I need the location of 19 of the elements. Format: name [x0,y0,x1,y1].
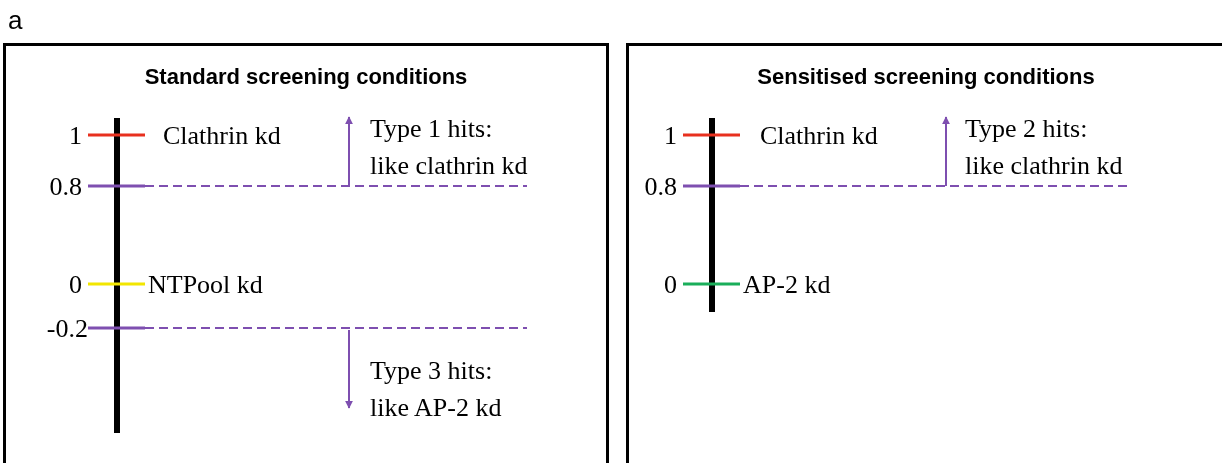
hit-description: Type 2 hits: like clathrin kd [965,113,1124,182]
tick-label: Clathrin kd [163,119,281,152]
scale-value: 0.8 [643,170,677,203]
scale-value: 0 [663,268,677,301]
tick-label: AP-2 kd [743,268,831,301]
hit-description: Type 1 hits: like clathrin kd [370,113,529,182]
scale-value: 0.8 [48,170,82,203]
tick-label: Clathrin kd [760,119,878,152]
panel-frame [626,43,1222,463]
panel-heading: Sensitised screening conditions [756,64,1096,90]
scale-value: 1 [68,119,82,152]
panel-heading: Standard screening conditions [143,64,469,90]
panel-letter: a [8,3,23,37]
hit-description: Type 3 hits: like AP-2 kd [370,355,503,424]
tick-label: NTPool kd [148,268,263,301]
scale-value: 1 [663,119,677,152]
scale-value: -0.2 [45,312,88,345]
scale-value: 0 [68,268,82,301]
panel-frame [3,43,609,463]
